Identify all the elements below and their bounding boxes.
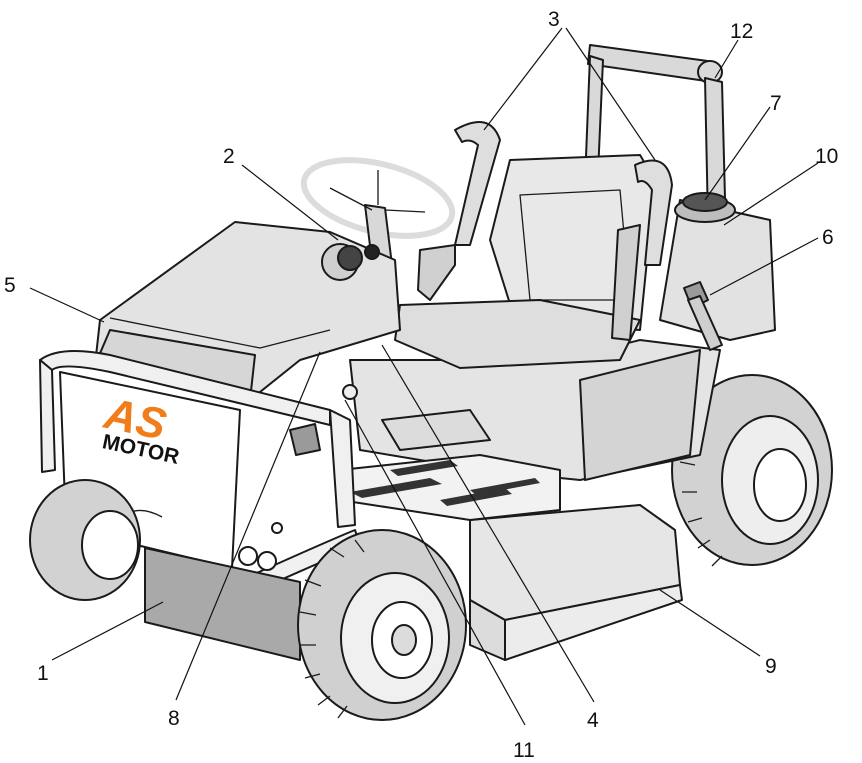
steering-wheel [300,157,456,266]
front-deck-block [144,547,301,661]
front-bumper [39,350,356,528]
mower-deck [469,504,683,661]
callout-7: 7 [770,92,782,115]
front-left-wheel [29,479,141,601]
callout-10: 10 [815,145,838,168]
callout-6: 6 [822,226,834,249]
fuel-cap [682,192,728,212]
callout-labels: 1 2 3 4 5 6 7 8 9 10 11 12 [4,8,838,762]
callout-5: 5 [4,274,16,297]
callout-11: 11 [513,739,535,762]
cutting-height-lever [683,281,723,351]
rear-right-wheel [671,374,833,567]
callout-9: 9 [765,655,777,678]
front-right-wheel [297,529,467,721]
callout-1: 1 [37,662,49,685]
callout-12: 12 [730,20,753,43]
callout-3: 3 [548,8,560,31]
chassis-body [339,339,721,521]
pedal [289,384,358,456]
brand-logo: AS MOTOR [99,389,181,469]
fuel-tank [659,192,776,341]
leader-lines [29,27,819,726]
callout-8: 8 [168,707,180,730]
seat [394,121,673,369]
headlights [238,522,283,571]
callout-4: 4 [587,709,599,732]
callout-2: 2 [223,145,235,168]
